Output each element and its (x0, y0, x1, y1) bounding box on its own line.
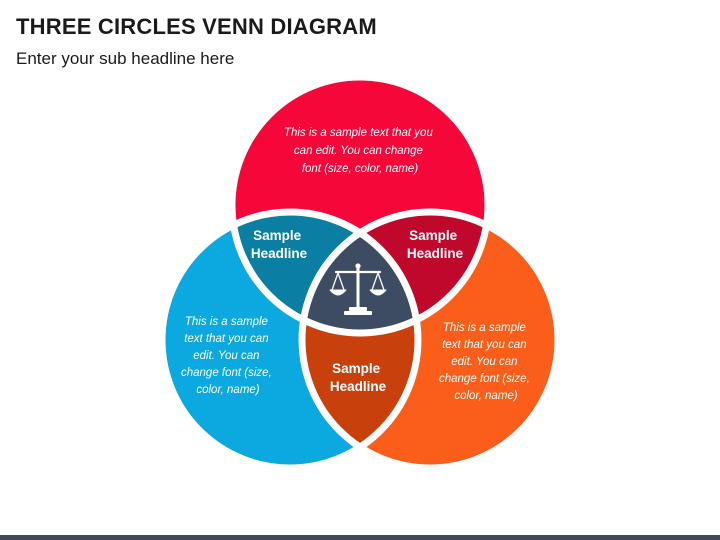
footer-bar (0, 535, 720, 540)
top-circle-outline (228, 73, 492, 337)
top-right-headline: Sample Headline (407, 228, 464, 261)
right-circle-outline (298, 208, 562, 472)
right-circle-text: This is a sample text that you can edit.… (439, 322, 533, 402)
slide-subtitle: Enter your sub headline here (16, 49, 235, 68)
scales-of-justice-icon (329, 263, 387, 315)
slide-title: THREE CIRCLES VENN DIAGRAM (16, 14, 377, 39)
top-left-headline: Sample Headline (251, 228, 308, 261)
center-overlap (302, 212, 418, 333)
top-circle-text: This is a sample text that you can edit.… (284, 127, 436, 175)
left-circle-outline (158, 208, 422, 472)
left-circle-text: This is a sample text that you can edit.… (181, 316, 275, 396)
bottom-headline: Sample Headline (330, 361, 387, 394)
